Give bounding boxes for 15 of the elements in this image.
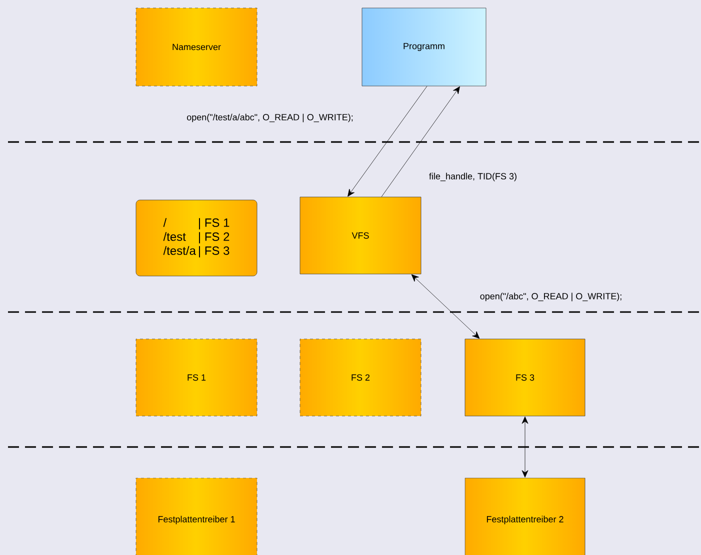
arrow xyxy=(381,86,460,197)
routing-table: / | FS 1 /test | FS 2 /test/a | FS 3 xyxy=(136,200,258,276)
arrow xyxy=(411,274,480,339)
arrow xyxy=(522,416,528,478)
process-box: FS 2 xyxy=(300,338,422,416)
process-box: Nameserver xyxy=(136,8,258,86)
process-box: FS 3 xyxy=(464,338,586,416)
process-box: VFS xyxy=(300,196,422,274)
edge-label: open("/test/a/abc", O_READ | O_WRITE); xyxy=(186,112,354,124)
arrow xyxy=(348,86,428,197)
program-box: Programm xyxy=(362,8,486,86)
edge-label: open("/abc", O_READ | O_WRITE); xyxy=(478,292,624,302)
process-box: FS 1 xyxy=(136,338,258,416)
process-box: Festplattentreiber 2 xyxy=(464,478,586,555)
process-box: Festplattentreiber 1 xyxy=(136,478,258,555)
